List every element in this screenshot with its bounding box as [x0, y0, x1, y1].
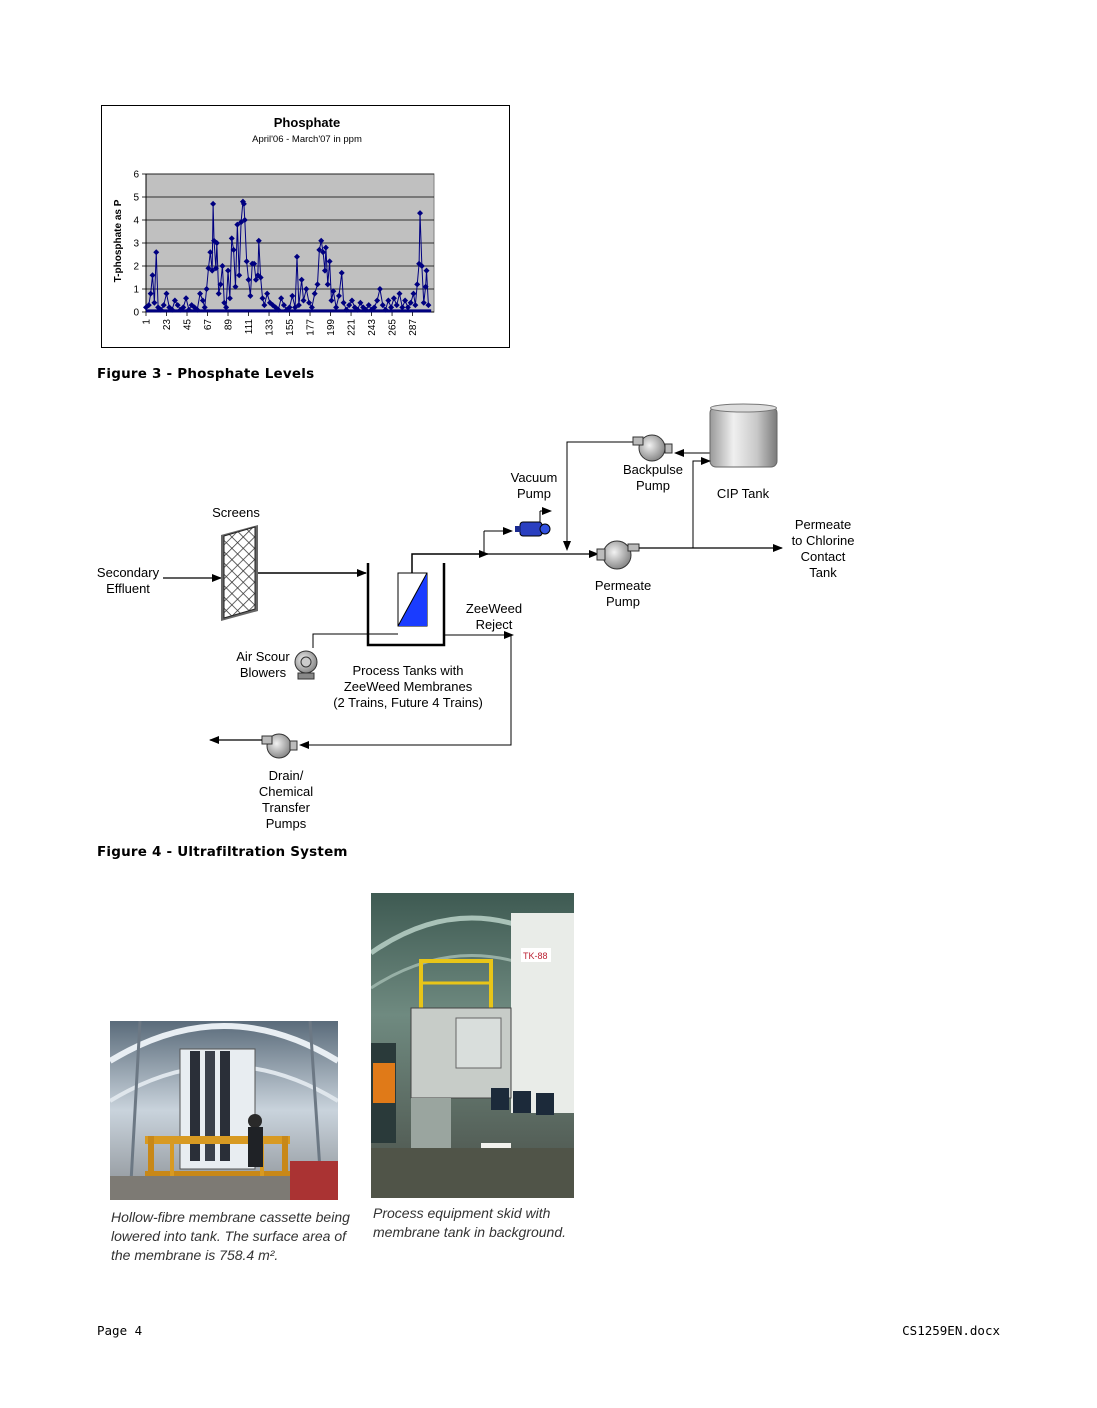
process-tank-icon — [368, 563, 444, 645]
y-tick-label: 5 — [133, 193, 139, 204]
label-screens: Screens — [206, 505, 266, 521]
drain-pump-icon — [262, 734, 297, 758]
x-tick-label: 221 — [347, 319, 358, 336]
x-tick-label: 111 — [244, 319, 255, 335]
x-tick-label: 287 — [408, 319, 419, 336]
y-tick-label: 6 — [133, 170, 139, 181]
chart-ylabel: T-phosphate as P — [113, 199, 124, 282]
process-equipment-photo: TK-88 — [371, 893, 574, 1198]
label-zeeweed-reject: ZeeWeedReject — [461, 601, 527, 633]
footer-page-number: Page 4 — [97, 1323, 142, 1338]
x-tick-label: 199 — [326, 319, 337, 336]
y-tick-label: 1 — [133, 285, 139, 296]
x-tick-label: 23 — [162, 319, 173, 331]
x-tick-label: 155 — [285, 319, 296, 336]
permeate-pump-icon — [597, 541, 639, 569]
cip-tank-icon — [710, 404, 777, 467]
chart-subtitle: April'06 - March'07 in ppm — [252, 134, 362, 145]
x-tick-label: 1 — [142, 319, 153, 325]
chart-title: Phosphate — [274, 115, 340, 130]
label-cip-tank: CIP Tank — [708, 486, 778, 502]
figure3-caption: Figure 3 - Phosphate Levels — [97, 366, 314, 382]
air-scour-blower-icon — [295, 651, 317, 679]
y-tick-label: 3 — [133, 239, 139, 250]
ultrafiltration-diagram — [0, 395, 1097, 845]
x-tick-label: 67 — [203, 319, 214, 331]
membrane-cassette-photo — [110, 1021, 338, 1200]
x-tick-label: 89 — [224, 319, 235, 331]
x-tick-label: 265 — [388, 319, 399, 336]
vacuum-pump-icon — [515, 511, 551, 536]
x-tick-label: 45 — [183, 319, 194, 331]
backpulse-pump-icon — [633, 435, 672, 461]
svg-text:TK-88: TK-88 — [523, 951, 548, 961]
figure4-caption: Figure 4 - Ultrafiltration System — [97, 844, 348, 860]
phosphate-chart: Phosphate April'06 - March'07 in ppm T-p… — [101, 105, 510, 348]
x-tick-label: 133 — [265, 319, 276, 336]
y-tick-label: 2 — [133, 262, 139, 273]
y-tick-label: 4 — [133, 216, 139, 227]
label-secondary-effluent: SecondaryEffluent — [90, 565, 166, 597]
footer-filename: CS1259EN.docx — [902, 1323, 1000, 1338]
phosphate-chart-svg: Phosphate April'06 - March'07 in ppm T-p… — [102, 106, 509, 347]
left-photo-caption: Hollow-fibre membrane cassette being low… — [111, 1208, 350, 1265]
screens-icon — [221, 525, 258, 621]
y-tick-label: 0 — [133, 308, 139, 319]
x-tick-label: 177 — [306, 319, 317, 336]
x-tick-label: 243 — [367, 319, 378, 336]
label-drain-pumps: Drain/Chemical TransferPumps — [250, 768, 322, 832]
right-photo-caption: Process equipment skid with membrane tan… — [373, 1204, 566, 1242]
